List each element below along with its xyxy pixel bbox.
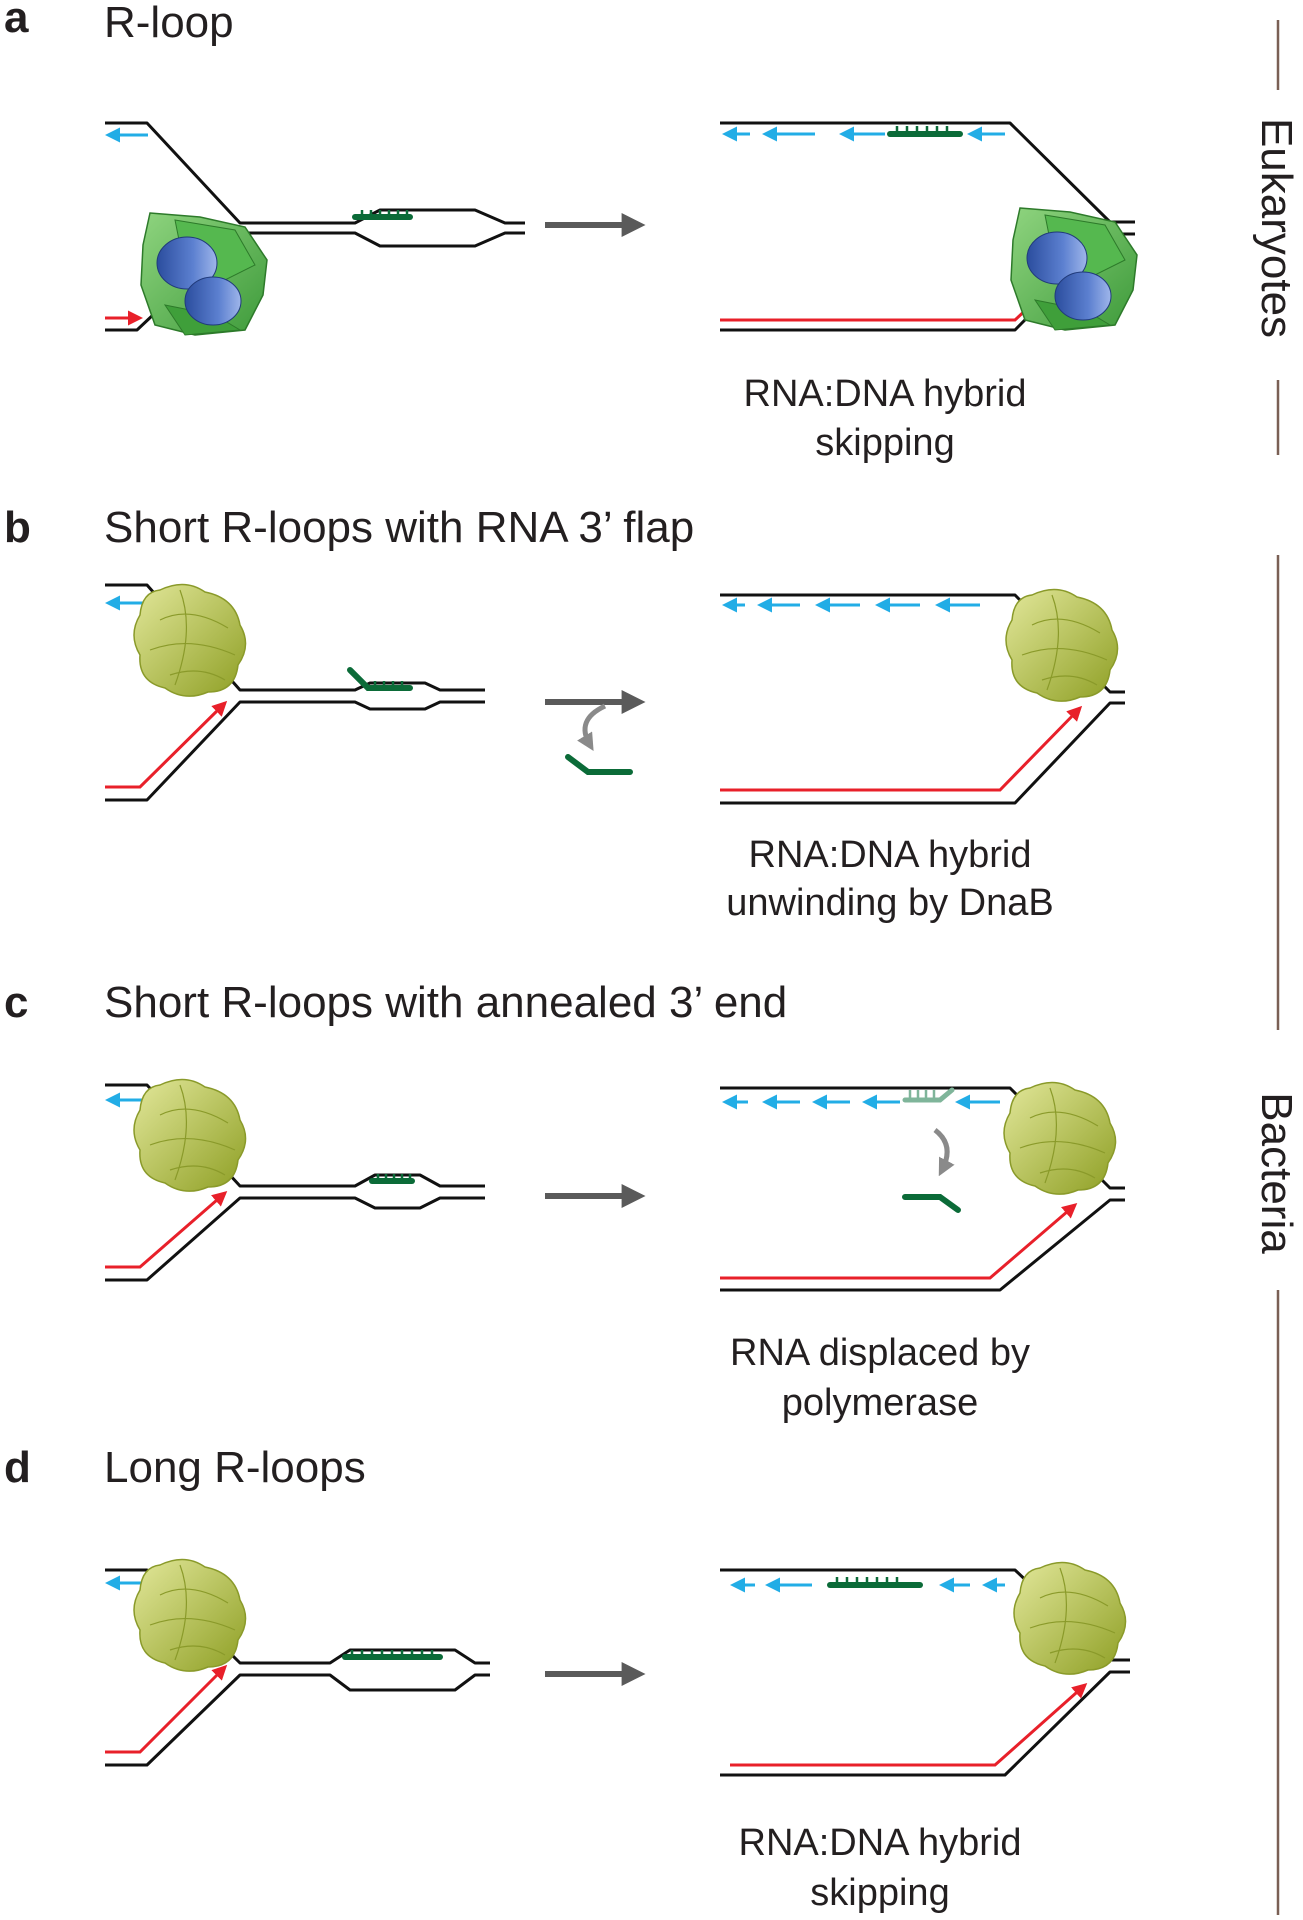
dna-top-strand bbox=[720, 121, 1135, 224]
rna-hybrid-bonds bbox=[376, 1174, 412, 1181]
side-label-bacteria: Bacteria bbox=[1252, 1092, 1301, 1254]
cmg-helicase-icon bbox=[140, 212, 268, 336]
panel-a-after bbox=[720, 121, 1138, 332]
leading-strand bbox=[720, 289, 1048, 322]
rna-hybrid-bonds bbox=[350, 1650, 434, 1657]
caption-c-line2: polymerase bbox=[782, 1382, 978, 1424]
leading-strand bbox=[105, 1191, 228, 1269]
panel-c-after bbox=[720, 1081, 1125, 1292]
panel-d-header: d Long R-loops bbox=[4, 1443, 366, 1492]
panel-title-a: R-loop bbox=[104, 0, 234, 47]
released-rna bbox=[902, 1194, 961, 1213]
panel-a-header: a R-loop bbox=[4, 0, 234, 47]
rna-hybrid-bonds bbox=[835, 1577, 899, 1585]
panel-c-before bbox=[105, 1078, 485, 1282]
dnab-helicase-icon bbox=[133, 1558, 247, 1672]
panel-title-c: Short R-loops with annealed 3’ end bbox=[104, 978, 787, 1027]
panel-letter-d: d bbox=[4, 1443, 31, 1492]
panel-a-before bbox=[105, 121, 525, 336]
dna-bottom-strand bbox=[720, 1670, 1130, 1777]
panel-d-after bbox=[720, 1561, 1130, 1777]
panel-letter-c: c bbox=[4, 978, 28, 1027]
displaced-rna bbox=[902, 1087, 955, 1103]
panel-b-after bbox=[720, 588, 1125, 805]
panel-title-b: Short R-loops with RNA 3’ flap bbox=[104, 503, 694, 552]
side-bar: Eukaryotes Bacteria bbox=[1252, 20, 1301, 1915]
dna-bottom-strand bbox=[105, 1196, 485, 1282]
release-arrow-c bbox=[933, 1128, 955, 1177]
dnab-helicase-icon bbox=[1005, 588, 1119, 702]
panel-b-header: b Short R-loops with RNA 3’ flap bbox=[4, 503, 694, 552]
side-label-eukaryotes: Eukaryotes bbox=[1252, 118, 1301, 338]
panel-c-header: c Short R-loops with annealed 3’ end bbox=[4, 978, 787, 1027]
rna-hybrid-bonds bbox=[895, 126, 949, 134]
cmg-helicase-icon bbox=[1010, 207, 1138, 331]
leading-strand bbox=[105, 1664, 228, 1754]
dnab-helicase-icon bbox=[1013, 1561, 1127, 1675]
displaced-rna-bonds bbox=[908, 1090, 936, 1100]
panel-d-before bbox=[105, 1558, 490, 1767]
caption-d-line2: skipping bbox=[810, 1872, 949, 1914]
dna-top-strand bbox=[105, 121, 525, 225]
released-rna bbox=[565, 754, 633, 775]
leading-strand bbox=[720, 705, 1083, 792]
rna-hybrid-bonds bbox=[360, 210, 409, 217]
leading-strand bbox=[720, 1203, 1078, 1280]
caption-a-line1: RNA:DNA hybrid bbox=[744, 373, 1027, 415]
dna-bottom-strand bbox=[105, 700, 485, 802]
caption-c-line1: RNA displaced by bbox=[730, 1332, 1030, 1374]
leading-strand bbox=[105, 700, 228, 789]
release-arrow-b bbox=[577, 703, 607, 752]
panel-letter-b: b bbox=[4, 503, 31, 552]
dna-bottom-strand bbox=[105, 1673, 490, 1767]
caption-b-line1: RNA:DNA hybrid bbox=[749, 834, 1032, 876]
rna-hybrid-bonds bbox=[373, 681, 404, 688]
caption-b-line2: unwinding by DnaB bbox=[726, 882, 1053, 924]
panel-letter-a: a bbox=[4, 0, 29, 42]
panel-b-before bbox=[105, 583, 485, 802]
caption-d-line1: RNA:DNA hybrid bbox=[739, 1822, 1022, 1864]
dnab-helicase-icon bbox=[1003, 1081, 1117, 1195]
leading-strand bbox=[730, 1683, 1088, 1767]
caption-a-line2: skipping bbox=[815, 422, 954, 464]
rna-hybrid-with-flap bbox=[347, 667, 413, 691]
dna-bottom-strand bbox=[720, 1198, 1125, 1292]
panel-title-d: Long R-loops bbox=[104, 1443, 366, 1492]
dna-bottom-strand bbox=[720, 701, 1125, 805]
dnab-helicase-icon bbox=[133, 583, 247, 697]
dnab-helicase-icon bbox=[133, 1078, 247, 1192]
